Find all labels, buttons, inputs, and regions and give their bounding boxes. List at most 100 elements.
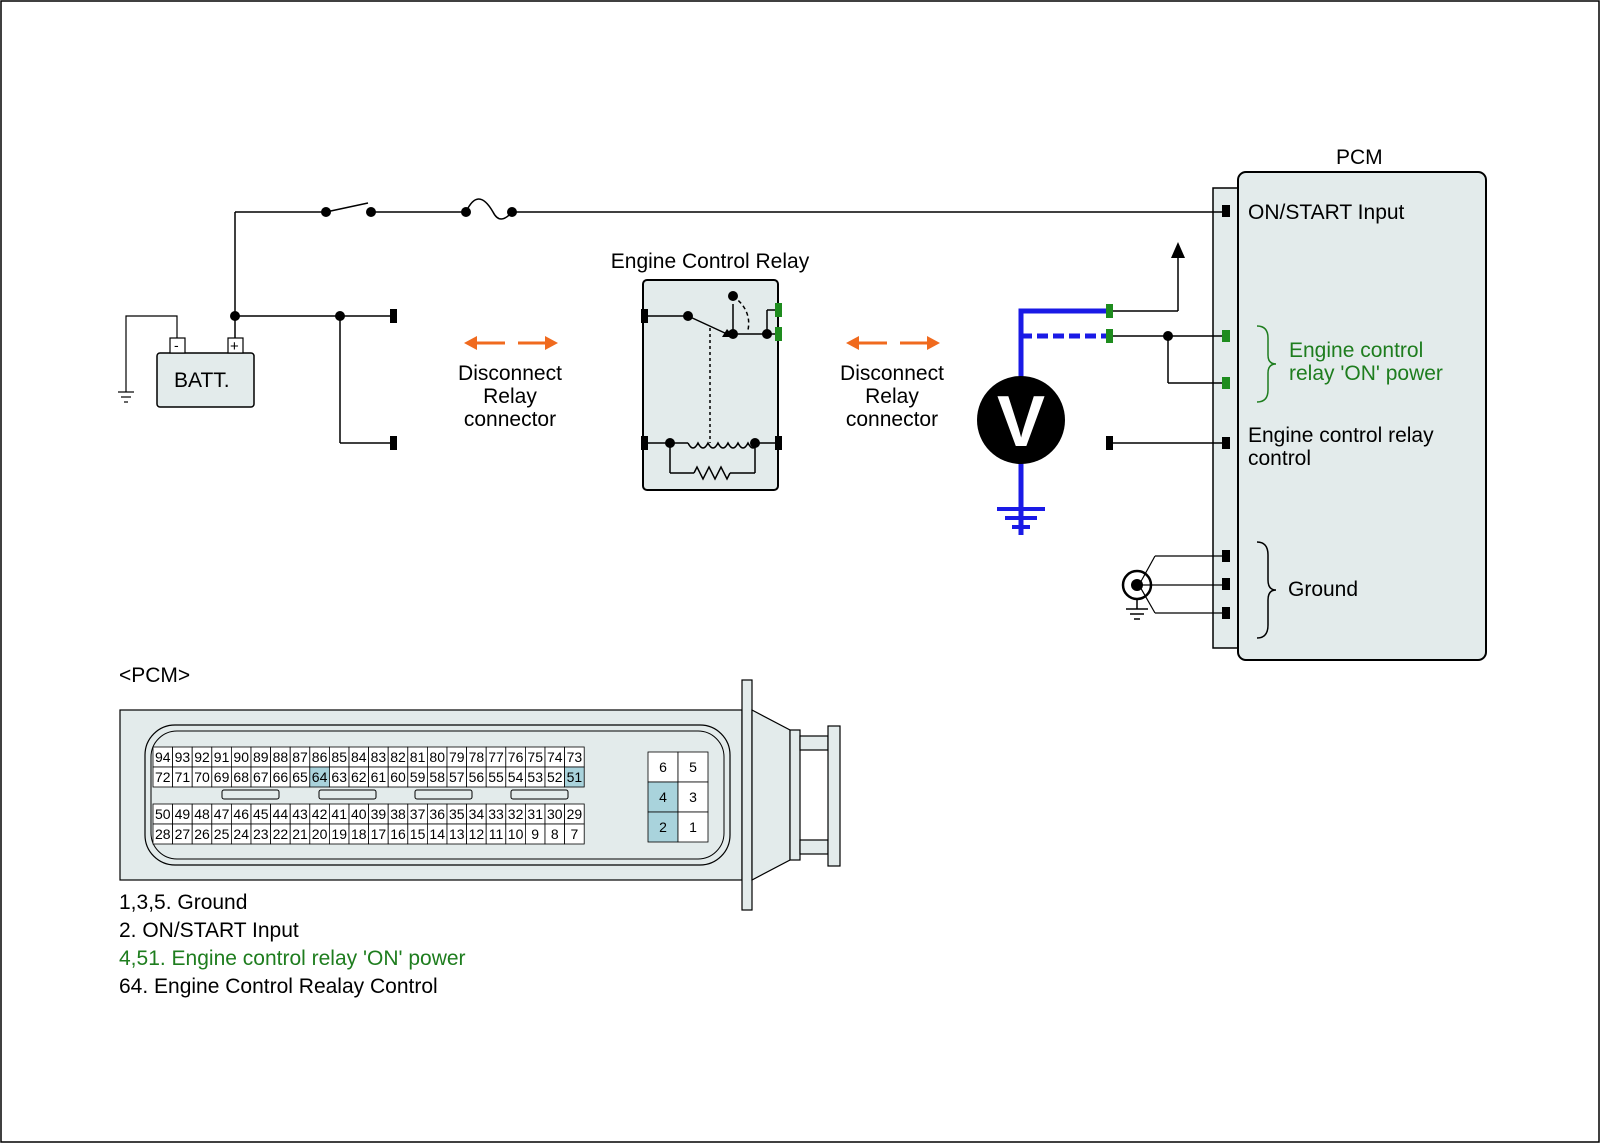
connector-pin-label: 70 [194,769,210,785]
ground-brace [1256,541,1277,639]
connector-pin-label: 56 [469,769,485,785]
connector-pin-label: 59 [410,769,426,785]
connector-pin-label: 89 [253,749,269,765]
pcm-pin-relay-control [1222,437,1230,449]
connector-pin-label: 12 [469,826,485,842]
connector-pin-label: 9 [531,826,539,842]
connector-pin-label: 39 [371,806,387,822]
connector-pin-label: 7 [571,826,579,842]
connector-latch [741,679,753,911]
connector-pin-label: 19 [331,826,347,842]
connector-pin-label: 28 [155,826,171,842]
connector-pin-label: 30 [547,806,563,822]
connector-power-pin-cell [647,751,679,783]
relay-pin-green [775,327,782,341]
connector-pin-label: 67 [253,769,269,785]
disconnect-left-line2: Relay [483,385,537,408]
fuse-contact-1 [461,207,471,217]
connector-pin-label: 53 [527,769,543,785]
connector-pin-label: 18 [351,826,367,842]
relay-resistor [693,465,731,481]
voltmeter-circle [977,376,1065,464]
battery: - + BATT. [118,315,255,408]
pcm-title: PCM [1336,146,1383,169]
connector-pin-label: 25 [214,826,230,842]
connector-pin-label: 81 [410,749,426,765]
connector-pin-label: 40 [351,806,367,822]
connector-power-pin-label: 3 [689,789,697,805]
connector-pin-label: 75 [527,749,543,765]
relay-control-label-1: Engine control relay [1248,424,1434,447]
disconnect-right-line2: Relay [865,385,919,408]
connector-pin-label: 73 [567,749,583,765]
harness-pin [390,436,397,450]
connector-pin-label: 16 [390,826,406,842]
ignition-switch [325,202,369,213]
ignition-circuit [234,198,1222,444]
connector-pin-label: 46 [233,806,249,822]
connector-pin-label: 86 [312,749,328,765]
connector-pin-label: 94 [155,749,171,765]
connector-pin-label: 17 [371,826,387,842]
relay-on-power-label-2: relay 'ON' power [1289,362,1443,385]
switch-contact-1 [321,207,331,217]
connector-pin-label: 64 [312,769,328,785]
fuse [465,198,513,220]
relay-control-label-2: control [1248,447,1311,470]
connector-pin-label: 88 [273,749,289,765]
connector-pin-label: 13 [449,826,465,842]
connector-pin-label: 66 [273,769,289,785]
connector-pin-label: 27 [175,826,191,842]
connector-pin-label: 52 [547,769,563,785]
connector-pin-label: 71 [175,769,191,785]
connector-pin-label: 82 [390,749,406,765]
connector-pin-cell [564,766,585,788]
connector-pin-label: 43 [292,806,308,822]
connector-pin-label: 33 [488,806,504,822]
harness-pin-green [1106,304,1113,318]
connector-pin-label: 50 [155,806,171,822]
connector-power-pin-label: 1 [689,819,697,835]
connector-pin-label: 45 [253,806,269,822]
relay-pin [641,436,648,450]
relay-pin [641,309,648,323]
connector-pin-label: 38 [390,806,406,822]
connector-pin-label: 31 [527,806,543,822]
relay-power-brace [1256,325,1277,403]
connector-pin-label: 91 [214,749,230,765]
connector-pin-label: 21 [292,826,308,842]
harness-pin [1106,436,1113,450]
connector-pin-label: 47 [214,806,230,822]
connector-power-pin-cell [677,781,709,813]
connector-pin-label: 68 [233,769,249,785]
legend-item: 2. ON/START Input [119,919,299,942]
connector-pin-label: 8 [551,826,559,842]
relay-pin [775,436,782,450]
connector-pin-label: 85 [331,749,347,765]
battery-label: BATT. [174,369,230,392]
connector-pin-label: 87 [292,749,308,765]
harness-pin [390,309,397,323]
connector-power-pin-label: 5 [689,759,697,775]
connector-pin-label: 80 [429,749,445,765]
voltmeter-label: V [997,382,1045,462]
disconnect-arrows-right [846,336,940,350]
connector-pin-label: 15 [410,826,426,842]
pcm-pin-relay-power-1 [1222,330,1230,342]
meter-lead [1018,308,1106,380]
pcm-box [1237,171,1487,661]
connector-title: <PCM> [119,664,190,687]
pcm-pin-ground-2 [1222,578,1230,590]
connector-pin-label: 51 [567,769,583,785]
pcm-harness-side [1113,254,1222,444]
junction-dot [335,311,345,321]
connector-pin-label: 76 [508,749,524,765]
connector-pin-label: 72 [155,769,171,785]
connector-pin-label: 60 [390,769,406,785]
